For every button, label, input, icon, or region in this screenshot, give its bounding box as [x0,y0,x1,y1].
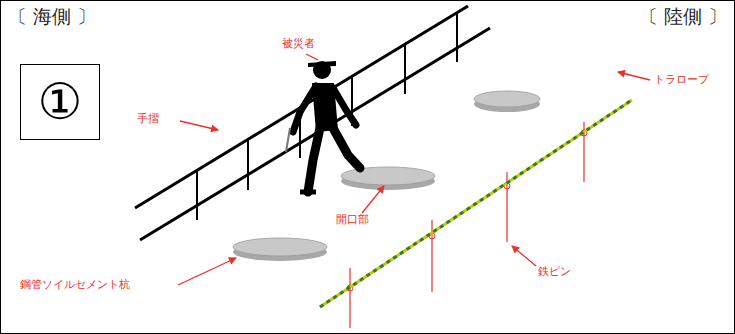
part-label: 被災者 [282,38,315,51]
part-label: 鉄ピン [538,266,571,279]
callout-number: ① [38,77,83,127]
side-label: 〔 海側 〕 [8,6,96,28]
part-label: 手摺 [137,113,159,126]
part-label: 開口部 [336,214,369,227]
callout-box: ① [20,64,100,140]
part-label: 鋼管ソイルセメント杭 [20,279,130,292]
part-label: トラロープ [654,74,709,87]
side-label: 〔 陸側 〕 [639,6,727,28]
